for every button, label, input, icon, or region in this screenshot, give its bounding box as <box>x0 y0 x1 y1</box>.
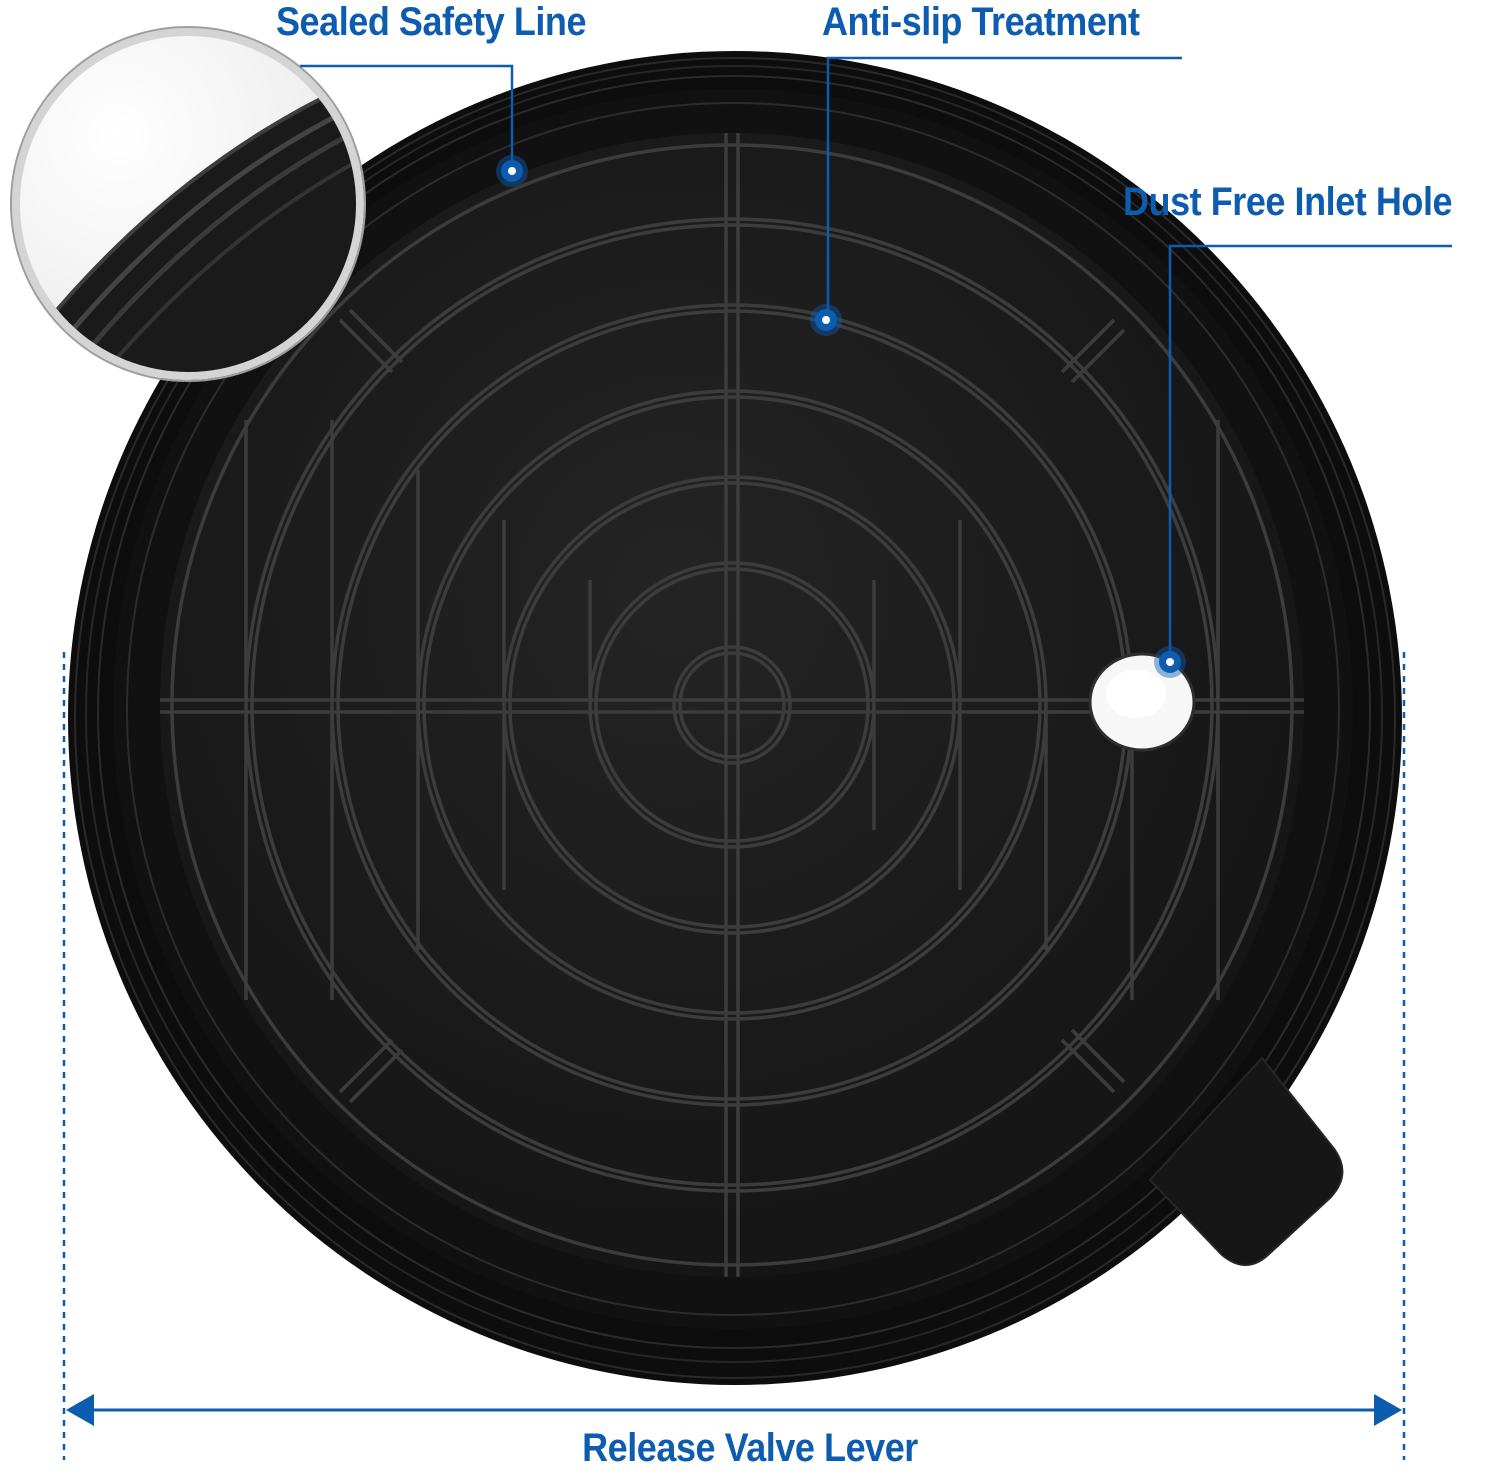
pad-face <box>160 133 1304 1277</box>
anti-slip-grooves <box>160 133 1304 1277</box>
sealed-safety-line-leader <box>300 64 514 168</box>
release-valve-tab <box>1148 1056 1344 1266</box>
dimension-arrow-right <box>1374 1394 1402 1426</box>
dust-free-inlet-hole-label: Dust Free Inlet Hole <box>1123 180 1453 224</box>
anti-slip-treatment-label: Anti-slip Treatment <box>822 0 1140 44</box>
release-valve-lever-label: Release Valve Lever <box>582 1426 918 1470</box>
callout-markers <box>496 155 1186 678</box>
sealed-safety-line-label: Sealed Safety Line <box>276 0 587 44</box>
dust-inlet-leader <box>1168 244 1452 660</box>
width-dimension <box>62 652 1406 1460</box>
dimension-arrow-left <box>66 1394 94 1426</box>
dust-free-inlet-hole <box>1088 652 1196 752</box>
anti-slip-leader <box>826 56 1182 318</box>
